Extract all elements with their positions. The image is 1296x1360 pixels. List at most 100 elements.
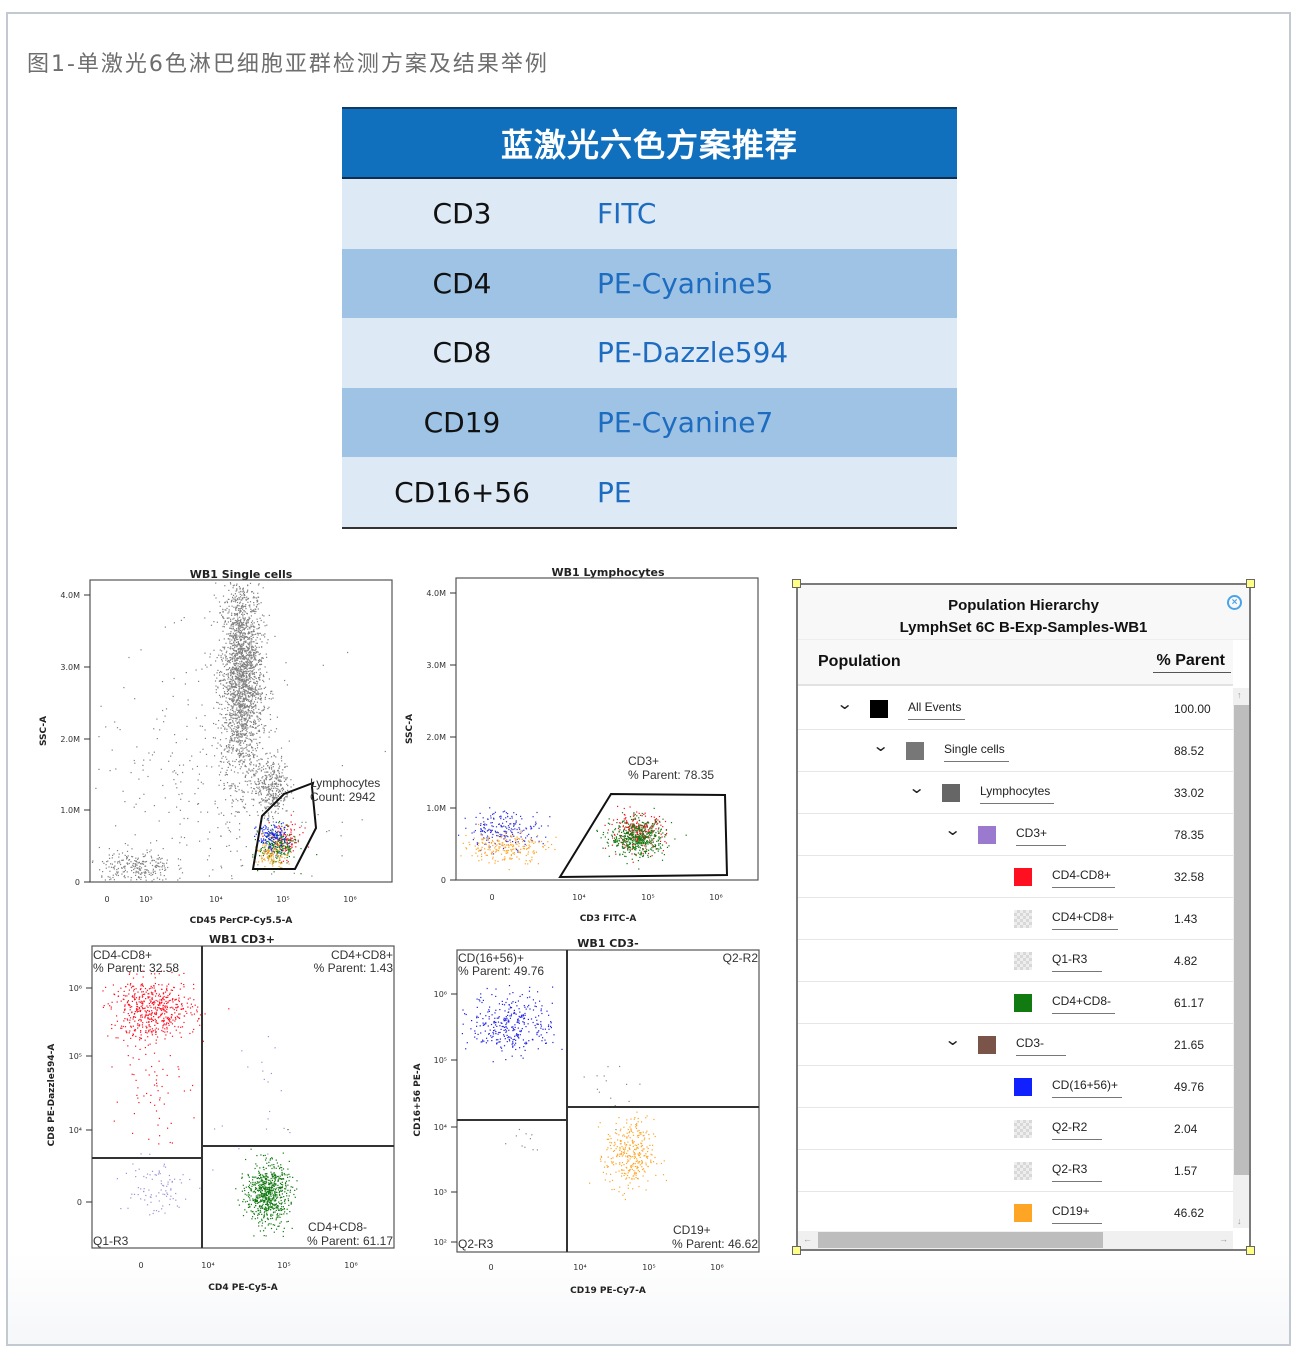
percent-parent-value: 100.00 bbox=[1174, 702, 1211, 716]
hierarchy-row[interactable]: CD19+46.62 bbox=[798, 1192, 1233, 1228]
panel-bottom-rule bbox=[342, 526, 957, 529]
close-icon[interactable]: × bbox=[1227, 595, 1242, 610]
color-swatch[interactable] bbox=[870, 700, 888, 718]
y-tick: 3.0M bbox=[426, 661, 446, 670]
scrollbar-thumb[interactable] bbox=[1234, 705, 1249, 1175]
vertical-scrollbar[interactable]: ↑ ↓ bbox=[1233, 688, 1249, 1228]
chevron-down-icon[interactable]: ⌄ bbox=[943, 1032, 962, 1049]
figure-title: 图1-单激光6色淋巴细胞亚群检测方案及结果举例 bbox=[27, 52, 549, 77]
x-tick: 0 bbox=[104, 895, 109, 904]
scatter-plot: WB1 Single cells Lymphocytes Count: 2942… bbox=[39, 568, 393, 926]
color-swatch[interactable] bbox=[1014, 994, 1032, 1012]
hierarchy-row[interactable]: CD4+CD8-61.17 bbox=[798, 982, 1233, 1024]
x-tick: 10³ bbox=[139, 895, 152, 904]
color-swatch[interactable] bbox=[1014, 1162, 1032, 1180]
color-swatch[interactable] bbox=[1014, 910, 1032, 928]
y-tick: 10⁵ bbox=[69, 1052, 82, 1061]
chevron-down-icon[interactable]: ⌄ bbox=[835, 696, 854, 713]
fluorochrome-name: FITC bbox=[597, 197, 657, 231]
color-swatch[interactable] bbox=[978, 1036, 996, 1054]
hierarchy-row[interactable]: CD(16+56)+49.76 bbox=[798, 1066, 1233, 1108]
percent-parent-value: 88.52 bbox=[1174, 744, 1205, 758]
panel-table: 蓝激光六色方案推荐 CD3 FITC CD4 PE-Cyanine5 CD8 P… bbox=[342, 107, 957, 529]
population-name[interactable]: CD3- bbox=[1016, 1036, 1066, 1056]
y-axis-label: CD16+56 PE-A bbox=[413, 1063, 423, 1136]
scroll-up-icon[interactable]: ↑ bbox=[1237, 690, 1242, 700]
scatter-plot: WB1 CD3- CD(16+56)+ % Parent: 49.76 Q2-R… bbox=[413, 937, 760, 1296]
y-tick: 1.0M bbox=[60, 806, 80, 815]
resize-handle[interactable] bbox=[792, 1246, 801, 1255]
hierarchy-row[interactable]: CD4-CD8+32.58 bbox=[798, 856, 1233, 898]
color-swatch[interactable] bbox=[942, 784, 960, 802]
lymphocytes-gate[interactable] bbox=[251, 781, 318, 870]
panel-row: CD8 PE-Dazzle594 bbox=[342, 318, 957, 388]
color-swatch[interactable] bbox=[1014, 952, 1032, 970]
resize-handle[interactable] bbox=[1246, 579, 1255, 588]
x-tick: 10⁴ bbox=[572, 893, 585, 902]
horizontal-scrollbar[interactable]: ← → bbox=[798, 1231, 1233, 1249]
color-swatch[interactable] bbox=[1014, 1204, 1032, 1222]
scroll-down-icon[interactable]: ↓ bbox=[1237, 1216, 1242, 1226]
population-name[interactable]: Lymphocytes bbox=[980, 784, 1055, 804]
panel-row: CD4 PE-Cyanine5 bbox=[342, 248, 957, 319]
color-swatch[interactable] bbox=[1014, 1078, 1032, 1096]
chevron-down-icon[interactable]: ⌄ bbox=[907, 780, 926, 797]
scroll-left-icon[interactable]: ← bbox=[803, 1234, 812, 1244]
color-swatch[interactable] bbox=[978, 826, 996, 844]
y-tick: 0 bbox=[77, 1198, 82, 1207]
population-name[interactable]: All Events bbox=[908, 700, 966, 720]
hierarchy-row[interactable]: ⌄ Single cells 88.52 bbox=[798, 730, 1233, 772]
column-population[interactable]: Population bbox=[818, 653, 901, 670]
population-name[interactable]: Q2-R2 bbox=[1052, 1120, 1102, 1140]
scatter-points bbox=[461, 985, 667, 1201]
population-name[interactable]: CD4+CD8- bbox=[1052, 994, 1116, 1014]
population-name[interactable]: CD4+CD8+ bbox=[1052, 910, 1119, 930]
hierarchy-subtitle: LymphSet 6C B-Exp-Samples-WB1 bbox=[899, 619, 1148, 636]
y-tick: 2.0M bbox=[60, 735, 80, 744]
population-name[interactable]: Single cells bbox=[944, 742, 1009, 762]
y-tick: 4.0M bbox=[60, 591, 80, 600]
color-swatch[interactable] bbox=[1014, 1120, 1032, 1138]
quadrant-stat: % Parent: 61.17 bbox=[307, 1234, 393, 1248]
population-name[interactable]: CD3+ bbox=[1016, 826, 1066, 846]
x-axis-label: CD3 FITC-A bbox=[580, 914, 637, 924]
chevron-down-icon[interactable]: ⌄ bbox=[871, 738, 890, 755]
color-swatch[interactable] bbox=[906, 742, 924, 760]
quadrant-label: CD4-CD8+ bbox=[93, 948, 152, 962]
column-parent[interactable]: % Parent bbox=[1152, 652, 1231, 673]
chevron-down-icon[interactable]: ⌄ bbox=[943, 822, 962, 839]
marker-name: CD4 bbox=[432, 266, 492, 300]
y-tick: 0 bbox=[75, 878, 80, 887]
plot-title: WB1 Single cells bbox=[190, 568, 293, 581]
population-name[interactable]: CD4-CD8+ bbox=[1052, 868, 1116, 888]
color-swatch[interactable] bbox=[1014, 868, 1032, 886]
plot-cd3-negative: WB1 CD3- CD(16+56)+ % Parent: 49.76 Q2-R… bbox=[410, 932, 770, 1302]
quadrant-stat: % Parent: 46.62 bbox=[672, 1237, 758, 1251]
hierarchy-row[interactable]: CD4+CD8+1.43 bbox=[798, 898, 1233, 940]
panel-row: CD16+56 PE bbox=[342, 457, 957, 527]
fluorochrome-name: PE bbox=[597, 475, 632, 509]
cd3-gate[interactable] bbox=[558, 792, 729, 879]
gate-label: CD3+ bbox=[628, 754, 659, 768]
plot-title: WB1 CD3+ bbox=[209, 933, 275, 946]
y-tick: 10⁵ bbox=[434, 1056, 447, 1065]
population-name[interactable]: CD(16+56)+ bbox=[1052, 1078, 1123, 1098]
hierarchy-row[interactable]: ⌄CD3+78.35 bbox=[798, 814, 1233, 856]
population-name[interactable]: Q1-R3 bbox=[1052, 952, 1102, 972]
resize-handle[interactable] bbox=[1246, 1246, 1255, 1255]
population-name[interactable]: CD19+ bbox=[1052, 1204, 1102, 1224]
hierarchy-row[interactable]: ⌄CD3-21.65 bbox=[798, 1024, 1233, 1066]
scrollbar-thumb[interactable] bbox=[818, 1232, 1103, 1248]
hierarchy-column-headers: Population % Parent bbox=[798, 640, 1233, 686]
x-tick: 0 bbox=[488, 1263, 493, 1272]
x-tick: 10⁵ bbox=[642, 1263, 655, 1272]
resize-handle[interactable] bbox=[792, 579, 801, 588]
hierarchy-row[interactable]: ⌄ All Events 100.00 bbox=[798, 688, 1233, 730]
plot-title: WB1 Lymphocytes bbox=[551, 566, 665, 579]
scroll-right-icon[interactable]: → bbox=[1219, 1234, 1228, 1244]
population-name[interactable]: Q2-R3 bbox=[1052, 1162, 1102, 1182]
